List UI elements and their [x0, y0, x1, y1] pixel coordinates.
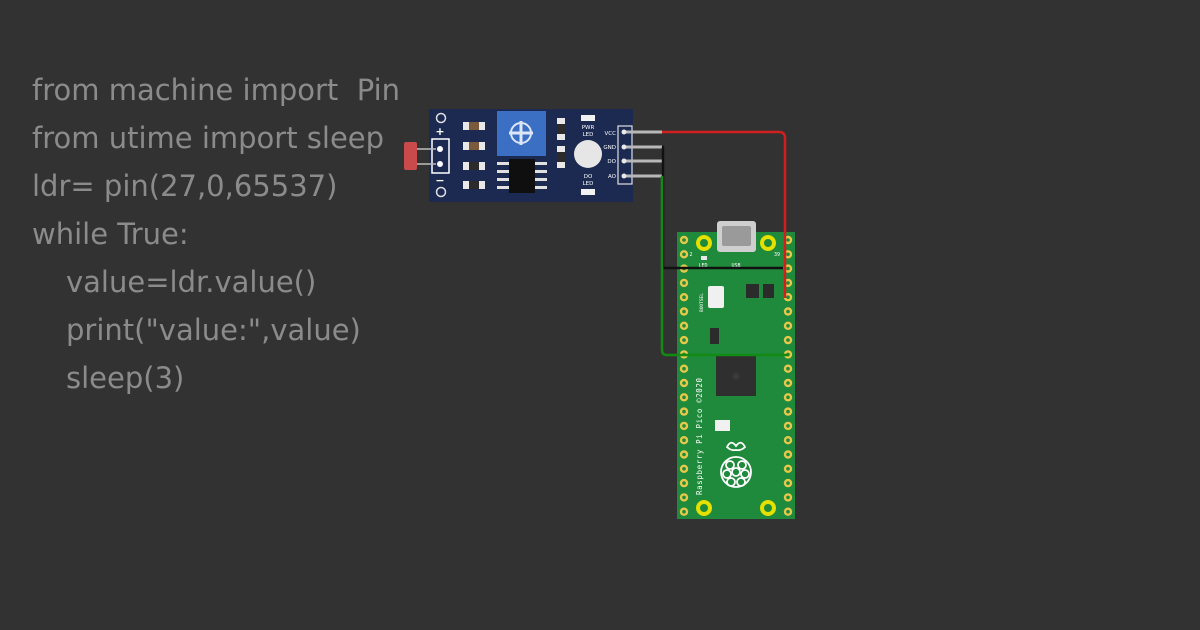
code-line: value=ldr.value() — [66, 265, 317, 299]
led-label: LED — [698, 263, 707, 269]
gpio-pin-hole — [682, 395, 686, 400]
raspberry-pi-pico[interactable]: USB LED 2 39 BOOTSEL ❀ Raspberry Pi Pico… — [677, 221, 795, 519]
pin-number-left: 2 — [689, 252, 692, 258]
pwr-led-label: PWR — [582, 125, 595, 131]
gpio-pin-hole — [682, 324, 686, 328]
resistors — [463, 118, 565, 189]
pin-number-right: 39 — [774, 252, 780, 258]
gpio-pin-hole — [786, 409, 790, 414]
code-line: ldr= pin(27,0,65537) — [32, 169, 338, 203]
code-line: print("value:",value) — [66, 313, 361, 347]
gpio-pin-hole — [786, 266, 790, 271]
gpio-pin-hole — [682, 467, 686, 471]
pico-gpio-pins — [679, 235, 793, 516]
pin-label-vcc: VCC — [605, 131, 617, 137]
gpio-pin-hole — [682, 495, 686, 500]
gpio-pin-hole — [786, 295, 790, 300]
ldr-terminal — [431, 138, 450, 174]
pin-header — [617, 125, 633, 185]
usb-label: USB — [731, 263, 740, 269]
gpio-pin-hole — [682, 381, 686, 385]
onboard-led — [701, 256, 707, 260]
code-panel: from machine import Pin from utime import… — [32, 66, 400, 402]
plus-label: + — [435, 125, 444, 138]
gpio-pin-hole — [786, 452, 790, 457]
gpio-pin-hole — [786, 424, 790, 428]
mounting-hole — [435, 112, 447, 124]
gpio-pin-hole — [682, 366, 686, 371]
code-line: while True: — [32, 217, 189, 251]
gpio-pin-hole — [786, 467, 790, 471]
do-led — [581, 189, 595, 195]
gpio-pin-hole — [786, 309, 790, 314]
gpio-pin-hole — [682, 509, 686, 514]
gpio-pin-hole — [786, 495, 790, 500]
gpio-pin-hole — [682, 281, 686, 285]
gpio-pin-hole — [786, 481, 790, 485]
pwr-led-label: LED — [583, 132, 594, 138]
pico-component — [715, 420, 730, 431]
minus-label: − — [435, 174, 444, 187]
gpio-pin-hole — [682, 452, 686, 457]
gpio-pin-hole — [786, 395, 790, 400]
comparator-chip — [497, 159, 547, 193]
code-line: sleep(3) — [66, 361, 185, 395]
gpio-pin-hole — [786, 281, 790, 285]
gpio-pin-hole — [786, 338, 790, 342]
gpio-pin-hole — [786, 324, 790, 328]
bootsel-button[interactable] — [708, 286, 724, 308]
code-line: from utime import sleep — [32, 121, 385, 155]
pico-chip-small — [746, 284, 759, 298]
ldr-led-dome — [574, 140, 602, 168]
gpio-pin-hole — [786, 438, 790, 443]
bootsel-label: BOOTSEL — [699, 293, 705, 312]
gpio-pin-hole — [682, 424, 686, 428]
mounting-hole — [435, 186, 447, 198]
ldr-sensor-module[interactable]: + − PWR LED — [404, 109, 662, 202]
raspberry-pi-logo-icon — [720, 441, 752, 488]
gpio-pin-hole — [682, 338, 686, 342]
gpio-pin-hole — [682, 238, 686, 242]
gpio-pin-hole — [682, 295, 686, 300]
pico-board-label: Raspberry Pi Pico ©2020 — [695, 377, 704, 495]
code-line: from machine import Pin — [32, 73, 401, 107]
pin-label-do: DO — [607, 159, 616, 165]
pico-chip-small — [763, 284, 774, 298]
gpio-pin-hole — [682, 252, 686, 257]
rp2040-chip — [716, 356, 756, 396]
gpio-pin-hole — [786, 509, 790, 514]
wire-vcc[interactable] — [662, 130, 787, 298]
header-pins[interactable] — [621, 129, 663, 179]
pico-chip-small — [710, 328, 719, 344]
svg-text:❀: ❀ — [731, 370, 740, 383]
gpio-pin-hole — [786, 252, 790, 257]
do-led-label: LED — [583, 181, 594, 187]
gpio-pin-hole — [682, 438, 686, 443]
photoresistor[interactable] — [404, 142, 417, 170]
wire-ao[interactable] — [660, 176, 789, 357]
pwr-led — [581, 115, 595, 121]
gpio-pin-hole — [786, 366, 790, 371]
gpio-pin-hole — [786, 381, 790, 385]
gpio-pin-hole — [682, 409, 686, 414]
gpio-pin-hole — [682, 309, 686, 314]
do-led-label: DO — [584, 174, 593, 180]
pin-label-gnd: GND — [603, 145, 616, 151]
gpio-pin-hole — [786, 238, 790, 242]
gpio-pin-hole — [682, 481, 686, 485]
pin-label-ao: AO — [608, 174, 617, 180]
